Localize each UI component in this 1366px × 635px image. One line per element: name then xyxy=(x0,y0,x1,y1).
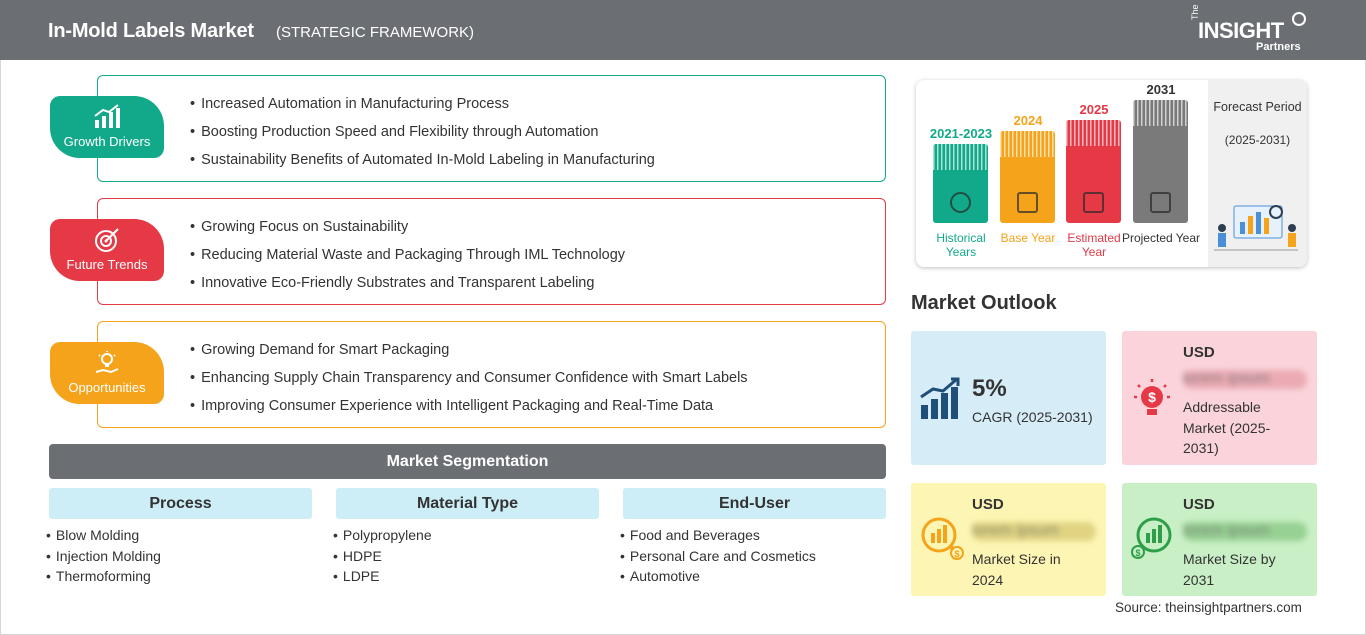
bar-stripes xyxy=(1000,131,1055,157)
timeline-bar xyxy=(1066,120,1121,223)
timeline-label: Projected Year xyxy=(1121,231,1201,245)
future-trends-box: Growing Focus on Sustainability Reducing… xyxy=(97,198,886,305)
timeline-bar xyxy=(1133,100,1188,223)
cagr-card: 5% CAGR (2025-2031) xyxy=(911,331,1106,465)
badge-label: Future Trends xyxy=(66,257,148,272)
blurred-value: lorem ipsum xyxy=(1183,370,1307,389)
list-item: Polypropylene xyxy=(333,525,599,546)
money-chart-icon: $ xyxy=(921,517,964,560)
list-item: LDPE xyxy=(333,566,599,587)
timeline-bar xyxy=(1000,131,1055,223)
addressable-label: Addressable Market (2025-2031) xyxy=(1183,399,1271,456)
badge-label: Growth Drivers xyxy=(63,134,151,149)
analytics-people-icon xyxy=(1214,205,1298,251)
addressable-market-card: USD lorem ipsum $ Addressable Market (20… xyxy=(1122,331,1317,465)
list-item: Enhancing Supply Chain Transparency and … xyxy=(190,368,747,396)
lightbulb-hand-icon xyxy=(95,351,119,374)
opportunities-list: Growing Demand for Smart Packaging Enhan… xyxy=(190,340,748,424)
presentation-icon xyxy=(1150,192,1171,213)
list-item: Increased Automation in Manufacturing Pr… xyxy=(190,94,655,122)
list-item: Reducing Material Waste and Packaging Th… xyxy=(190,245,625,273)
future-trends-badge: Future Trends xyxy=(50,219,164,281)
header-bar: In-Mold Labels Market (STRATEGIC FRAMEWO… xyxy=(0,0,1366,60)
settings-chart-icon xyxy=(1083,192,1104,213)
timeline-year: 2025 xyxy=(1079,102,1109,117)
segment-title: Process xyxy=(49,488,312,519)
logo-suffix: Partners xyxy=(1256,41,1301,53)
svg-text:$: $ xyxy=(954,549,959,559)
bar-stripes xyxy=(1066,120,1121,146)
currency-label: USD xyxy=(1183,496,1215,513)
timeline-label: Estimated Year xyxy=(1067,231,1121,259)
svg-text:$: $ xyxy=(1135,548,1140,558)
list-item: HDPE xyxy=(333,546,599,567)
list-item: Personal Care and Cosmetics xyxy=(620,546,886,567)
segment-title: End-User xyxy=(623,488,886,519)
cagr-label: CAGR (2025-2031) xyxy=(972,409,1093,425)
timeline-bar xyxy=(933,144,988,223)
logo-ring-icon xyxy=(1292,12,1306,26)
list-item: Blow Molding xyxy=(46,525,312,546)
money-bulb-icon: $ xyxy=(1134,379,1170,415)
source-text: Source: theinsightpartners.com xyxy=(1115,600,1302,615)
segment-process: Process Blow Molding Injection Molding T… xyxy=(49,488,312,587)
segmentation-header: Market Segmentation xyxy=(49,444,886,479)
market-size-2031-label: Market Size by 2031 xyxy=(1183,551,1276,588)
bar-stripes xyxy=(933,144,988,170)
bar-stripes xyxy=(1133,100,1188,126)
cagr-value: 5% xyxy=(972,375,1007,402)
segment-material-type: Material Type Polypropylene HDPE LDPE xyxy=(336,488,599,587)
timeline-year: 2024 xyxy=(1013,113,1043,128)
target-icon xyxy=(95,228,119,252)
future-trends-list: Growing Focus on Sustainability Reducing… xyxy=(190,217,625,301)
timeline-year: 2021-2023 xyxy=(929,126,993,141)
history-icon xyxy=(950,192,971,213)
badge-label: Opportunities xyxy=(68,380,146,395)
timeline-label: Historical Years xyxy=(936,231,986,259)
list-item: Innovative Eco-Friendly Substrates and T… xyxy=(190,273,625,301)
opportunities-box: Growing Demand for Smart Packaging Enhan… xyxy=(97,321,886,428)
growth-drivers-badge: Growth Drivers xyxy=(50,96,164,158)
list-item: Injection Molding xyxy=(46,546,312,567)
calendar-icon xyxy=(1017,192,1038,213)
currency-label: USD xyxy=(972,496,1004,513)
market-size-2024-card: USD lorem ipsum $ Market Size in 2024 xyxy=(911,483,1106,596)
svg-text:$: $ xyxy=(1148,389,1156,405)
blurred-value: lorem ipsum xyxy=(972,522,1096,541)
market-size-2024-label: Market Size in 2024 xyxy=(972,551,1061,588)
currency-label: USD xyxy=(1183,344,1215,361)
growth-chart-icon xyxy=(94,104,120,128)
forecast-range: (2025-2031) xyxy=(1224,133,1291,147)
opportunities-badge: Opportunities xyxy=(50,342,164,404)
list-item: Food and Beverages xyxy=(620,525,886,546)
list-item: Improving Consumer Experience with Intel… xyxy=(190,396,748,424)
list-item: Growing Demand for Smart Packaging xyxy=(190,340,748,368)
segment-title: Material Type xyxy=(336,488,599,519)
logo-name: INSIGHT xyxy=(1198,18,1284,43)
market-size-2031-card: USD lorem ipsum $ Market Size by 2031 xyxy=(1122,483,1317,596)
blurred-value: lorem ipsum xyxy=(1183,522,1307,541)
page-subtitle: (STRATEGIC FRAMEWORK) xyxy=(276,24,475,41)
list-item: Thermoforming xyxy=(46,566,312,587)
list-item: Automotive xyxy=(620,566,886,587)
segment-end-user: End-User Food and Beverages Personal Car… xyxy=(623,488,886,587)
timeline-year: 2031 xyxy=(1146,82,1176,97)
list-item: Boosting Production Speed and Flexibilit… xyxy=(190,122,655,150)
bar-growth-icon xyxy=(920,377,960,419)
forecast-title: Forecast Period xyxy=(1213,100,1302,114)
list-item: Growing Focus on Sustainability xyxy=(190,217,625,245)
growth-drivers-list: Increased Automation in Manufacturing Pr… xyxy=(190,94,655,178)
money-chart-icon: $ xyxy=(1131,517,1172,559)
timeline-label: Base Year xyxy=(1000,231,1056,245)
page-title: In-Mold Labels Market xyxy=(48,20,254,42)
growth-drivers-box: Increased Automation in Manufacturing Pr… xyxy=(97,75,886,182)
market-outlook-title: Market Outlook xyxy=(911,292,1057,314)
list-item: Sustainability Benefits of Automated In-… xyxy=(190,150,655,178)
insight-partners-logo[interactable]: The INSIGHT Partners xyxy=(1186,4,1310,54)
